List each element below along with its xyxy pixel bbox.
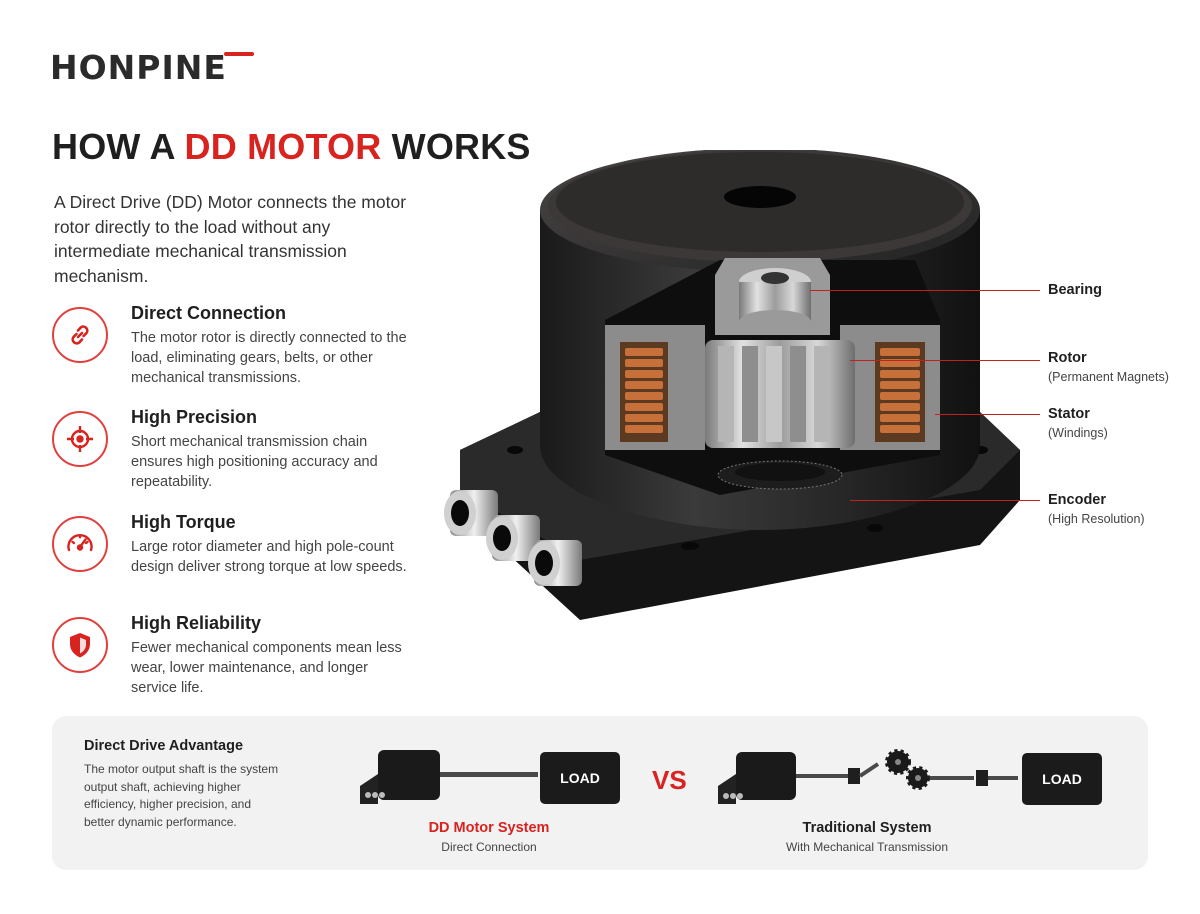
page-title: HOW A DD MOTOR WORKS [52, 126, 531, 168]
cable-gland [528, 540, 582, 586]
encoder-label: Encoder [1048, 492, 1107, 508]
encoder-sublabel: (High Resolution) [1048, 512, 1145, 526]
title-prefix: HOW A [52, 126, 185, 167]
bearing-label: Bearing [1048, 282, 1102, 298]
feature-desc: The motor rotor is directly connected to… [131, 330, 407, 386]
logo-text: HONPINE [50, 48, 227, 87]
title-suffix: WORKS [381, 126, 531, 167]
load-box-dd: LOAD [540, 752, 620, 804]
crosshair-icon [52, 411, 108, 467]
brand-logo: HONPINE [50, 48, 254, 87]
cable-gland [444, 490, 498, 536]
feature-title: High Torque [131, 512, 236, 532]
cable-gland [486, 515, 540, 561]
rotor-label: Rotor [1048, 350, 1087, 366]
load-box-traditional: LOAD [1022, 753, 1102, 805]
speedometer-icon [52, 516, 108, 572]
center-bore [724, 186, 796, 208]
stator-label: Stator [1048, 406, 1090, 422]
dd-motor-cutaway-illustration [444, 150, 1020, 620]
dd-system-sub: Direct Connection [441, 840, 537, 854]
dd-motor-icon [360, 750, 538, 804]
rotor-leader-line [850, 360, 1040, 361]
advantage-desc: The motor output shaft is the system out… [84, 762, 279, 829]
stator-windings-right [875, 342, 925, 442]
traditional-motor-icon [718, 749, 1018, 804]
feature-title: High Reliability [131, 613, 262, 633]
logo-accent-bar [224, 52, 254, 56]
shield-icon [52, 617, 108, 673]
feature-desc: Large rotor diameter and high pole-count… [131, 539, 407, 575]
feature-high-reliability: High Reliability Fewer mechanical compon… [52, 613, 412, 703]
feature-title: Direct Connection [131, 303, 287, 323]
mount-hole [867, 524, 883, 532]
stator-sublabel: (Windings) [1048, 426, 1108, 440]
mount-hole [681, 542, 699, 550]
stator-leader-line [935, 414, 1040, 415]
feature-high-precision: High Precision Short mechanical transmis… [52, 407, 412, 497]
dd-system-title: DD Motor System [428, 820, 550, 836]
bearing-leader-line [810, 290, 1040, 291]
feature-desc: Fewer mechanical components mean less we… [131, 640, 402, 696]
vs-label: VS [652, 765, 687, 795]
advantage-title: Direct Drive Advantage [84, 738, 244, 754]
feature-high-torque: High Torque Large rotor diameter and hig… [52, 512, 412, 602]
feature-desc: Short mechanical transmission chain ensu… [131, 434, 378, 490]
encoder-leader-line [850, 500, 1040, 501]
mount-hole [507, 446, 523, 454]
bearing [739, 268, 811, 334]
rotor-magnets [705, 340, 855, 448]
feature-title: High Precision [131, 407, 258, 427]
feature-direct-connection: Direct Connection The motor rotor is dir… [52, 303, 412, 393]
stator-windings-left [620, 342, 668, 442]
encoder-disc [717, 460, 843, 490]
rotor-sublabel: (Permanent Magnets) [1048, 370, 1169, 384]
link-icon [52, 307, 108, 363]
title-accent: DD MOTOR [184, 126, 382, 167]
intro-text: A Direct Drive (DD) Motor connects the m… [54, 192, 407, 286]
traditional-system-title: Traditional System [802, 820, 932, 836]
traditional-system-sub: With Mechanical Transmission [785, 840, 949, 854]
